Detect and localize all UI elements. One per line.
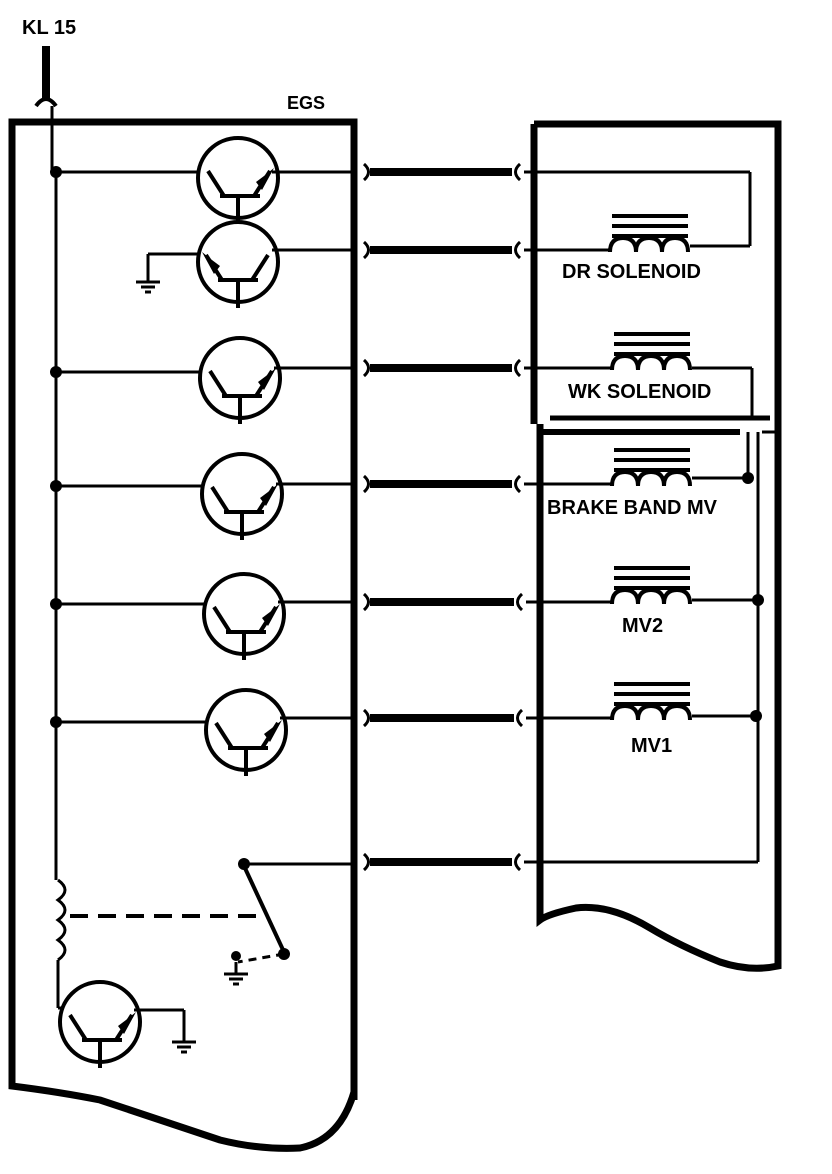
relay-coil (55, 878, 266, 1008)
dr-driver-low (146, 214, 750, 310)
dr-solenoid-label: DR SOLENOID (562, 261, 701, 283)
ground-icon (222, 960, 250, 986)
brake-band-label: BRAKE BAND MV (547, 497, 717, 519)
supply-terminal (34, 46, 58, 172)
wk-solenoid-label: WK SOLENOID (568, 381, 712, 403)
mv1-driver (50, 682, 762, 778)
common-return (238, 432, 760, 872)
mv1-label: MV1 (631, 735, 673, 757)
wk-driver (50, 332, 754, 426)
egs-housing (8, 118, 358, 1152)
valve-body-housing (530, 120, 782, 972)
brake-band-driver (50, 432, 754, 542)
ground-icon (170, 1028, 198, 1054)
supply-label: KL 15 (22, 17, 77, 39)
ground-icon (134, 268, 162, 294)
dr-driver-high (50, 136, 752, 246)
control-unit-label: EGS (287, 93, 326, 113)
relay-switch (231, 865, 290, 964)
mv2-driver (50, 566, 764, 662)
output-transistor (58, 980, 186, 1070)
mv2-label: MV2 (622, 615, 664, 637)
